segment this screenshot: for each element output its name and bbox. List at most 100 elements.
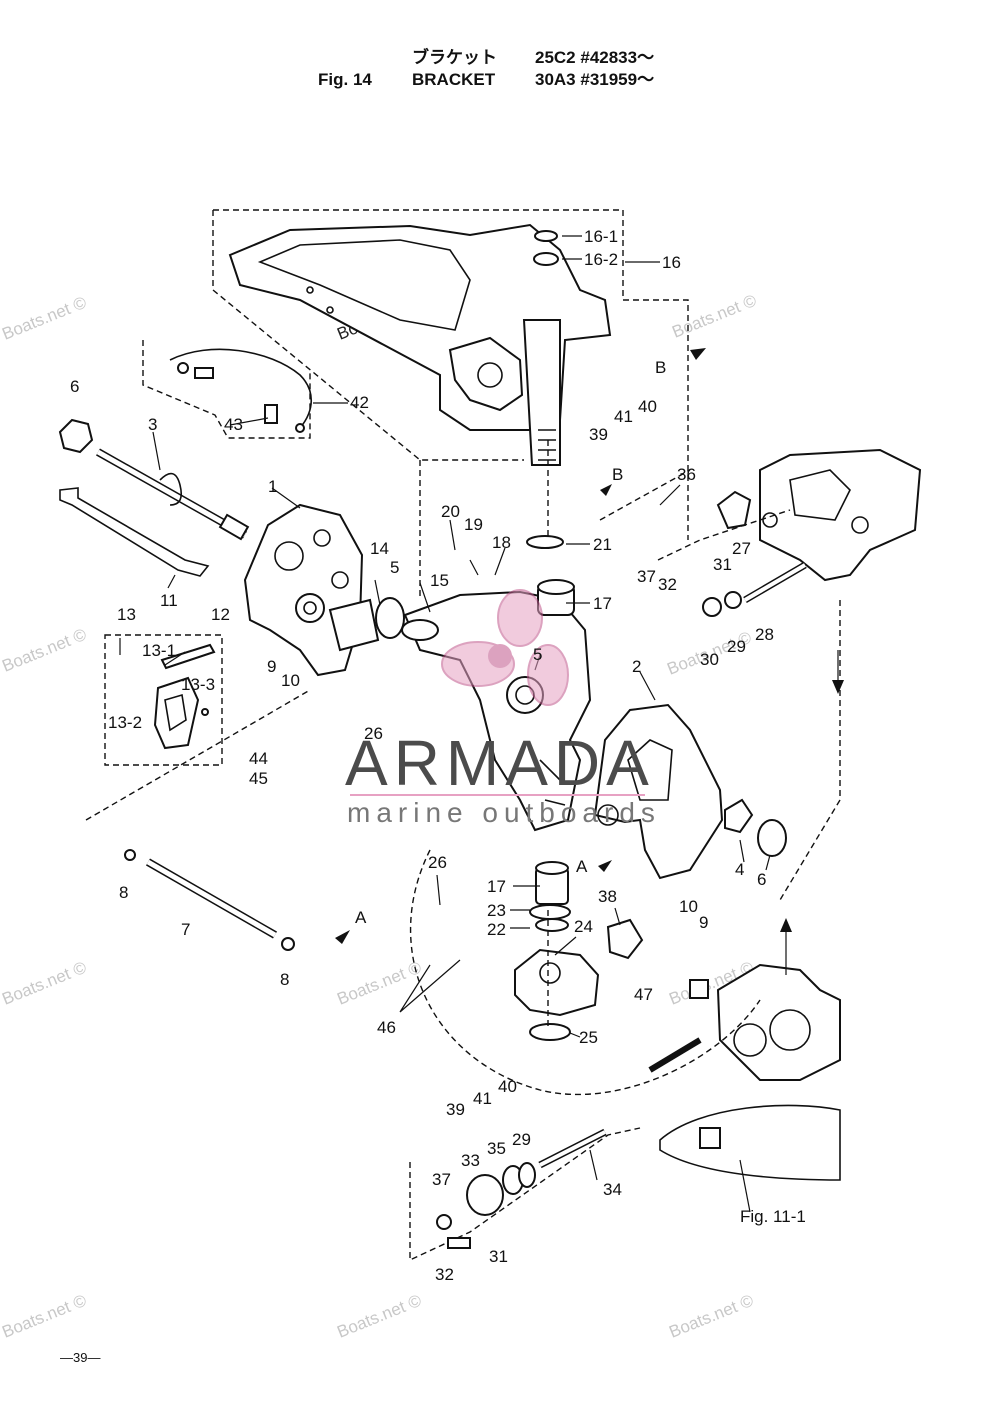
callout-label: 39 [446,1100,465,1119]
callout-label: 9 [699,913,708,932]
figure-reference: Fig. 11-1 [740,1207,806,1226]
callout-label: 42 [350,393,369,412]
reference-letter: A [576,857,588,876]
reference-letter: A [355,908,367,927]
callout-leaders [119,235,771,1213]
watermark-text: Boats.net © [334,1291,424,1342]
thru-bolt-7 [124,849,295,951]
callout-label: 28 [755,625,774,644]
callout-label: 5 [533,645,542,664]
callout-label: 10 [281,671,300,690]
callout-label: 37 [432,1170,451,1189]
callout-label: 8 [280,970,289,989]
watermark-text: Boats.net © [0,958,90,1009]
reference-lines [85,348,844,1096]
callout-label: 27 [732,539,751,558]
callout-label: 11 [160,591,178,610]
callout-label: 24 [574,917,593,936]
mount-bolt-34 [409,1127,641,1262]
clamp-assembly-13 [104,634,223,766]
callout-label: 6 [70,377,79,396]
callout-label: 7 [181,920,190,939]
watermark-text: Boats.net © [334,958,424,1009]
title-english: BRACKET [412,70,496,89]
watermark-text: Boats.net © [669,291,759,342]
callout-label: 16-1 [584,227,618,246]
callout-label: 32 [435,1265,454,1284]
callout-label: 6 [757,870,766,889]
reference-letter: B [612,465,623,484]
tilt-rod-3 [58,418,250,541]
callout-label: 13-2 [108,713,142,732]
callout-label: 5 [390,558,399,577]
callout-label: 15 [430,571,449,590]
callout-label: 16 [662,253,681,272]
callout-label: 25 [579,1028,598,1047]
armada-logo: ARMADA marine outboards [345,589,661,828]
callout-label: 29 [512,1130,531,1149]
callout-label: 46 [377,1018,396,1037]
watermark-text: Boats.net © [0,293,90,344]
callout-label: 22 [487,920,506,939]
transom-plate-upper [702,448,922,617]
callout-label: 35 [487,1139,506,1158]
callout-label: 33 [461,1151,480,1170]
page-number: —39— [60,1350,100,1365]
callout-label: 14 [370,539,389,558]
title-japanese: ブラケット [412,47,497,67]
tilt-lever-11 [59,487,210,577]
watermark-text: Boats.net © [666,1291,756,1342]
callout-label: 1 [268,477,277,496]
callout-label: 45 [249,769,268,788]
callout-label: 37 [637,567,656,586]
callout-label: 3 [148,415,157,434]
callout-label: 30 [700,650,719,669]
callout-label: 18 [492,533,511,552]
figure-number: Fig. 14 [318,70,372,89]
callout-label: 41 [473,1089,492,1108]
callout-label: 12 [211,605,230,624]
callout-label: 44 [249,749,268,768]
lower-mount-group [514,861,644,1041]
callout-label: 20 [441,502,460,521]
armada-brand-text: ARMADA [345,727,655,799]
callout-label: 29 [727,637,746,656]
reference-letter: B [655,358,666,377]
callout-label: 16-2 [584,250,618,269]
callout-label: 32 [658,575,677,594]
callout-label: 19 [464,515,483,534]
callout-label: 26 [364,724,383,743]
callout-label: 47 [634,985,653,1004]
callout-label: 8 [119,883,128,902]
callout-label: 21 [593,535,612,554]
callout-label: 41 [614,407,633,426]
callout-label: 36 [677,465,696,484]
callout-label: 17 [593,594,612,613]
callout-label: 38 [598,887,617,906]
transom-plate-lower [648,963,841,1181]
armada-propeller-logo [441,589,569,706]
callout-label: 40 [498,1077,517,1096]
callout-label: 43 [224,415,243,434]
callout-label: 34 [603,1180,622,1199]
callout-label: 23 [487,901,506,920]
swivel-bracket-16 [212,209,689,540]
callout-label: 13-3 [181,675,215,694]
watermark-text: Boats.net © [0,625,90,676]
callout-label: 2 [632,657,641,676]
callout-label: 17 [487,877,506,896]
callout-label: 39 [589,425,608,444]
callout-label: 31 [713,555,732,574]
ground-wire-42 [142,340,312,439]
tiller-bracket-1 [243,503,380,677]
stern-bracket-2 [593,703,787,880]
serial-range-2: 30A3 #31959～ [535,70,654,89]
callout-label: 31 [489,1247,508,1266]
callout-label: 26 [428,853,447,872]
armada-brand-subtitle: marine outboards [347,797,661,828]
serial-range-1: 25C2 #42833～ [535,48,654,67]
callout-label: 4 [735,860,744,879]
callout-label: 10 [679,897,698,916]
part-callouts: 16-1 16-2 16 B 40 41 39 6 42 43 3 1 B 36… [70,227,806,1284]
